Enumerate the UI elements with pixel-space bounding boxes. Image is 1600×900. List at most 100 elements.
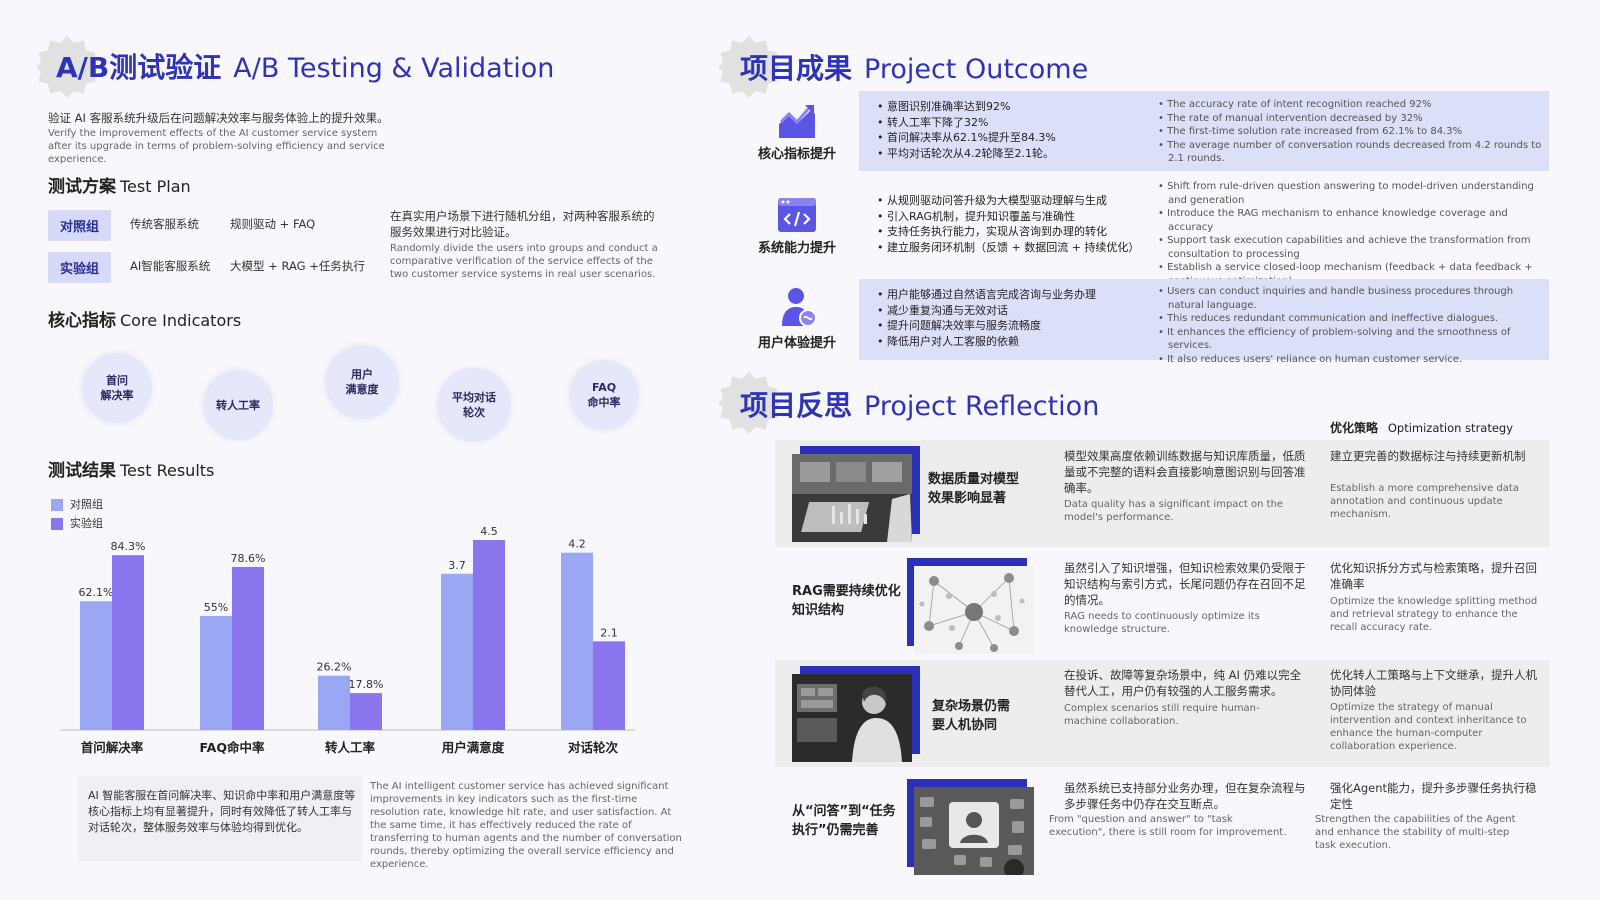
experiment-group-tag: 实验组 xyxy=(48,252,112,283)
bar-experiment-1 xyxy=(232,567,264,730)
reflection-title-1: 数据质量对模型效果影响显著 xyxy=(928,472,1020,506)
outcome-3-en-1: This reduces redundant communication and… xyxy=(1158,312,1543,326)
bar-label-experiment-1: 78.6% xyxy=(231,552,266,565)
legend-experiment-label: 实验组 xyxy=(70,517,103,530)
plan-title-en: Test Plan xyxy=(120,177,191,196)
outcome-label-1: 核心指标提升 xyxy=(757,147,836,162)
bar-control-4 xyxy=(561,552,593,730)
bar-experiment-3 xyxy=(473,540,505,730)
reflection-strategy-en-4: Strengthen the capabilities of the Agent… xyxy=(1315,814,1516,851)
outcome-2-cn-3: 建立服务闭环机制（反馈 + 数据回流 + 持续优化） xyxy=(877,240,1167,256)
indicators-title-en: Core Indicators xyxy=(120,311,242,330)
strategy-header: 优化策略 Optimization strategy xyxy=(1330,419,1513,436)
legend-control-label: 对照组 xyxy=(70,498,103,511)
reflection-strategy-cn-4: 强化Agent能力，提升多步骤任务执行稳定性 xyxy=(1330,781,1537,811)
reflection-problem-en-3: Complex scenarios still require human-ma… xyxy=(1064,703,1260,727)
outcome-3-en-2: It enhances the efficiency of problem-so… xyxy=(1158,326,1543,353)
outcome-title-en: Project Outcome xyxy=(864,54,1089,85)
reflection-strategy-en-2: Optimize the knowledge splitting method … xyxy=(1330,596,1538,633)
outcome-1-cn-2: 首问解决率从62.1%提升至84.3% xyxy=(877,130,1157,146)
experiment-method: 大模型 + RAG +任务执行 xyxy=(230,259,365,273)
outcome-3-cn-2: 提升问题解决效率与服务流畅度 xyxy=(877,318,1157,334)
reflection-strategy-cn-1: 建立更完善的数据标注与持续更新机制 xyxy=(1330,449,1526,463)
outcome-1-cn-0: 意图识别准确率达到92% xyxy=(877,99,1157,115)
bar-label-control-2: 26.2% xyxy=(317,661,352,674)
ab-intro-en: Verify the improvement effects of the AI… xyxy=(48,128,385,165)
reflection-title-4: 从“问答”到“任务执行”仍需完善 xyxy=(792,804,896,838)
bar-label-control-1: 55% xyxy=(204,601,228,614)
category-label-1: FAQ命中率 xyxy=(200,740,265,755)
reflection-problem-cn-2: 虽然引入了知识增强，但知识检索效果仍受限于知识结构与索引方式，长尾问题仍存在召回… xyxy=(1064,561,1306,607)
outcome-3-cn-0: 用户能够通过自然语言完成咨询与业务办理 xyxy=(877,287,1157,303)
user-icon xyxy=(782,288,817,327)
reflection-strategy-cn-3: 优化转人工策略与上下文继承，提升人机协同体验 xyxy=(1330,668,1537,698)
outcome-3-cn-1: 减少重复沟通与无效对话 xyxy=(877,303,1157,319)
bar-label-experiment-2: 17.8% xyxy=(349,678,384,691)
category-label-3: 用户满意度 xyxy=(441,740,505,755)
bar-label-control-4: 4.2 xyxy=(568,538,586,551)
reflection-strategy-cn-2: 优化知识拆分方式与检索策略，提升召回准确率 xyxy=(1330,561,1537,591)
outcome-3-cn-3: 降低用户对人工客服的依赖 xyxy=(877,334,1157,350)
outcome-1-en-2: The first-time solution rate increased f… xyxy=(1158,125,1543,139)
indicator-transfer-rate: 转人工率 xyxy=(203,370,273,440)
outcome-bullets-cn-1: 意图识别准确率达到92% 转人工率下降了32% 首问解决率从62.1%提升至84… xyxy=(877,99,1157,161)
bar-experiment-4 xyxy=(593,641,625,730)
outcome-bullets-en-3: Users can conduct inquiries and handle b… xyxy=(1158,285,1543,366)
reflection-problem-cn-1: 模型效果高度依赖训练数据与知识库质量，低质量或不完整的语料会直接影响意图识别与回… xyxy=(1064,449,1306,495)
control-group-tag: 对照组 xyxy=(48,210,112,241)
outcome-2-en-0: Shift from rule-driven question answerin… xyxy=(1158,180,1543,207)
reflection-problem-en-1: Data quality has a significant impact on… xyxy=(1064,499,1284,523)
bar-experiment-0 xyxy=(112,555,144,730)
plan-desc-en: Randomly divide the users into groups an… xyxy=(390,243,658,280)
bar-label-control-3: 3.7 xyxy=(448,559,466,572)
bar-control-2 xyxy=(318,675,350,730)
reflection-problem-cn-4: 虽然系统已支持部分业务办理，但在复杂流程与多步骤任务中仍存在交互断点。 xyxy=(1064,781,1306,811)
bar-label-experiment-0: 84.3% xyxy=(111,540,146,553)
reflection-problem-en-2: RAG needs to continuously optimize its k… xyxy=(1064,611,1260,635)
data-quality-photo xyxy=(792,454,912,542)
results-summary-cn: AI 智能客服在首问解决率、知识命中率和用户满意度等核心指标上均有显著提升，同时… xyxy=(88,789,356,834)
reflection-title-2: RAG需要持续优化知识结构 xyxy=(792,584,901,618)
bar-label-control-0: 62.1% xyxy=(79,586,114,599)
indicator-faq-hit: FAQ 命中率 xyxy=(569,360,639,430)
outcome-3-en-3: It also reduces users' reliance on human… xyxy=(1158,353,1543,367)
outcome-1-en-0: The accuracy rate of intent recognition … xyxy=(1158,98,1543,112)
bar-control-3 xyxy=(441,573,473,730)
bar-experiment-2 xyxy=(350,693,382,730)
plan-title-cn: 测试方案 xyxy=(48,177,116,197)
legend-experiment-swatch xyxy=(51,518,63,530)
ab-title-en: A/B Testing & Validation xyxy=(233,53,555,84)
reflection-title-en: Project Reflection xyxy=(864,391,1100,422)
outcome-2-cn-1: 引入RAG机制，提升知识覆盖与准确性 xyxy=(877,209,1167,225)
indicator-avg-rounds: 平均对话 轮次 xyxy=(437,368,511,442)
outcome-2-cn-0: 从规则驱动问答升级为大模型驱动理解与生成 xyxy=(877,193,1167,209)
bar-label-experiment-4: 2.1 xyxy=(600,626,618,639)
code-window-icon xyxy=(778,198,816,232)
category-label-4: 对话轮次 xyxy=(568,740,619,755)
outcome-label-3: 用户体验提升 xyxy=(757,336,836,351)
bar-control-1 xyxy=(200,615,232,730)
reflection-strategy-en-3: Optimize the strategy of manual interven… xyxy=(1330,702,1527,752)
outcome-1-cn-3: 平均对话轮次从4.2轮降至2.1轮。 xyxy=(877,146,1157,162)
reflection-title-3: 复杂场景仍需要人机协同 xyxy=(932,699,1011,733)
strategy-header-en: Optimization strategy xyxy=(1387,421,1514,435)
outcome-1-en-1: The rate of manual intervention decrease… xyxy=(1158,112,1543,126)
outcome-bullets-en-2: Shift from rule-driven question answerin… xyxy=(1158,180,1543,288)
outcome-2-en-1: Introduce the RAG mechanism to enhance k… xyxy=(1158,207,1543,234)
outcome-bullets-cn-3: 用户能够通过自然语言完成咨询与业务办理 减少重复沟通与无效对话 提升问题解决效率… xyxy=(877,287,1157,349)
outcome-1-cn-1: 转人工率下降了32% xyxy=(877,115,1157,131)
indicators-title-cn: 核心指标 xyxy=(48,311,116,331)
strategy-header-cn: 优化策略 xyxy=(1330,421,1379,435)
reflection-strategy-en-1: Establish a more comprehensive data anno… xyxy=(1330,483,1519,520)
indicator-satisfaction: 用户 满意度 xyxy=(325,345,399,419)
task-execution-photo xyxy=(914,787,1034,875)
chart-up-icon xyxy=(779,105,815,138)
results-title-en: Test Results xyxy=(120,461,215,480)
results-summary-en: The AI intelligent customer service has … xyxy=(370,781,682,870)
control-system: 传统客服系统 xyxy=(130,217,199,231)
indicator-first-resolution: 首问 解决率 xyxy=(82,353,152,423)
